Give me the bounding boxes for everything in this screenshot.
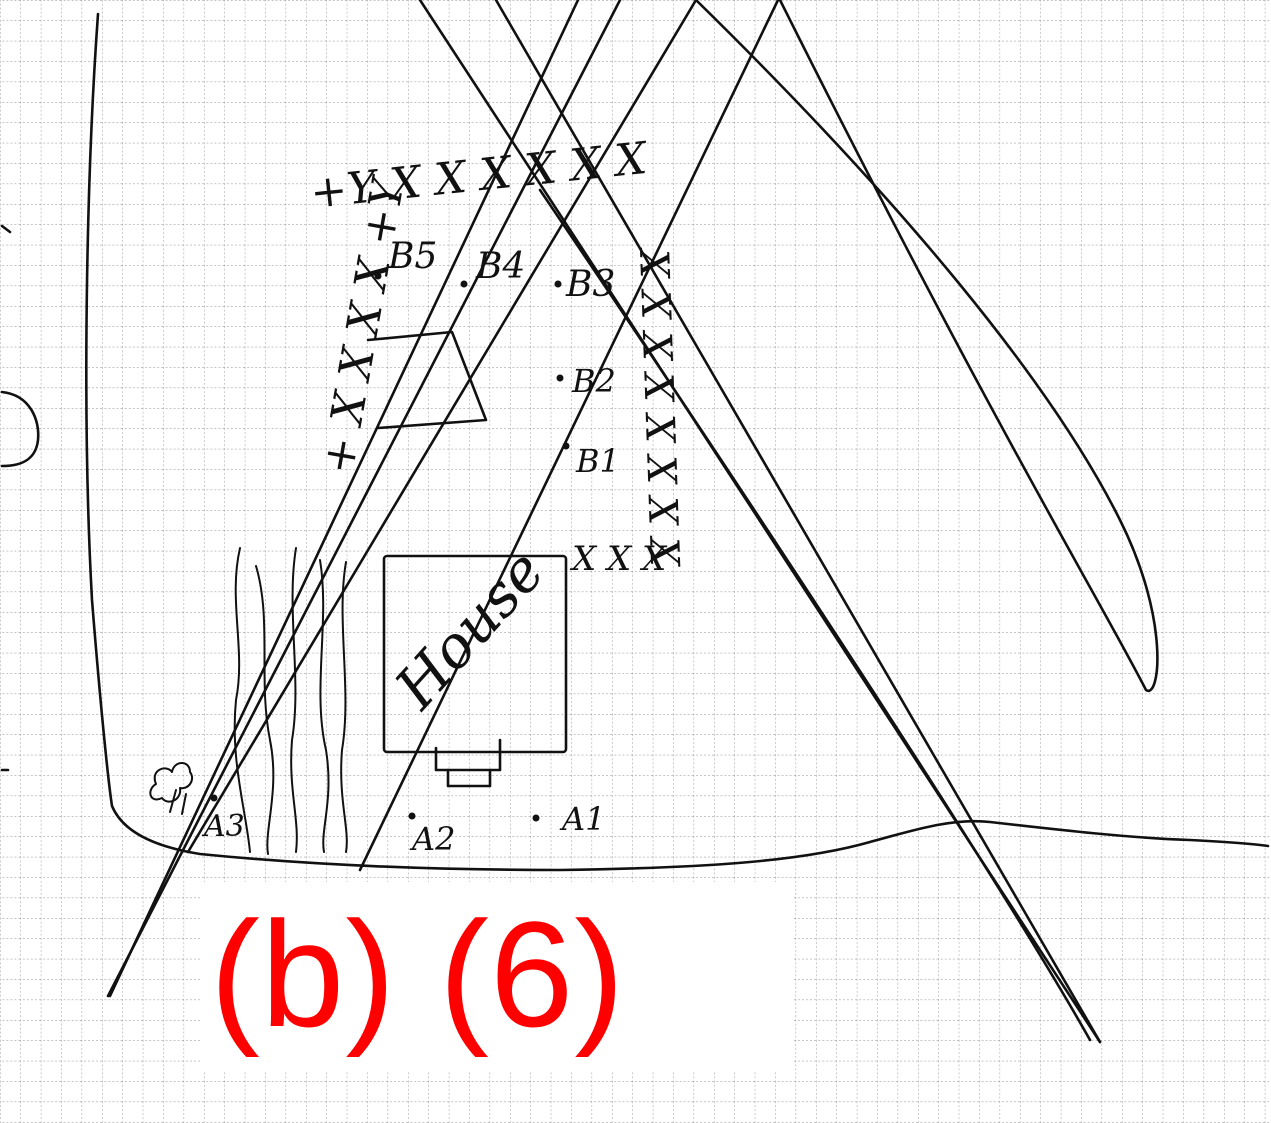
sight-line-4 xyxy=(186,0,698,854)
point-a1-label: A1 xyxy=(559,800,605,838)
point-b4: B4 xyxy=(460,246,525,288)
left-edge-arc xyxy=(0,390,40,468)
point-b3: B3 xyxy=(554,264,615,305)
point-b2: B2 xyxy=(556,362,616,400)
property-boundary-line xyxy=(85,12,1270,872)
point-a3-label: A3 xyxy=(201,809,245,844)
point-a2-label: A2 xyxy=(409,820,455,858)
point-a2-marker xyxy=(408,812,416,820)
house-outline xyxy=(382,554,568,754)
point-b4-marker xyxy=(460,280,468,288)
left-edge-tick-upper xyxy=(0,224,12,234)
point-b3-label: B3 xyxy=(565,264,615,305)
point-b5: B5 xyxy=(374,236,437,280)
tree-trunk-3 xyxy=(290,547,298,853)
fence-x-marks-right: X X X X X X X X xyxy=(630,246,687,569)
point-a2: A2 xyxy=(408,812,455,858)
point-b5-label: B5 xyxy=(387,236,437,277)
sight-line-1 xyxy=(108,0,580,998)
point-b5-marker xyxy=(374,272,382,280)
point-a1-marker xyxy=(532,814,540,822)
tree-trunk-5 xyxy=(340,561,348,853)
point-a3-marker xyxy=(210,794,218,802)
house-step-bottom xyxy=(446,768,492,788)
tree-trunk-2 xyxy=(255,565,275,855)
figure-caption: (b) (6) xyxy=(210,890,626,1058)
point-b1: B1 xyxy=(562,442,620,480)
tree-trunk-4 xyxy=(319,559,330,853)
house-step-top xyxy=(434,738,502,772)
point-a3: A3 xyxy=(201,794,245,844)
sight-line-6 xyxy=(494,0,1102,1044)
point-b2-label: B2 xyxy=(571,362,616,400)
point-b3-marker xyxy=(554,280,562,288)
sight-line-7 xyxy=(694,0,1159,693)
point-b4-label: B4 xyxy=(475,246,525,287)
outbuilding-outline xyxy=(366,330,488,430)
sight-line-2 xyxy=(106,0,622,998)
sight-line-3 xyxy=(358,0,780,872)
point-b2-marker xyxy=(556,374,564,382)
shrub-symbol xyxy=(149,762,194,815)
point-b1-marker xyxy=(562,442,570,450)
caption-background xyxy=(200,882,794,1072)
sight-line-8 xyxy=(538,188,1092,1042)
fence-x-marks-bottom: X X X xyxy=(569,539,668,579)
point-b1-label: B1 xyxy=(575,442,620,480)
point-a1: A1 xyxy=(532,800,605,838)
tree-trunk-1 xyxy=(233,547,251,853)
